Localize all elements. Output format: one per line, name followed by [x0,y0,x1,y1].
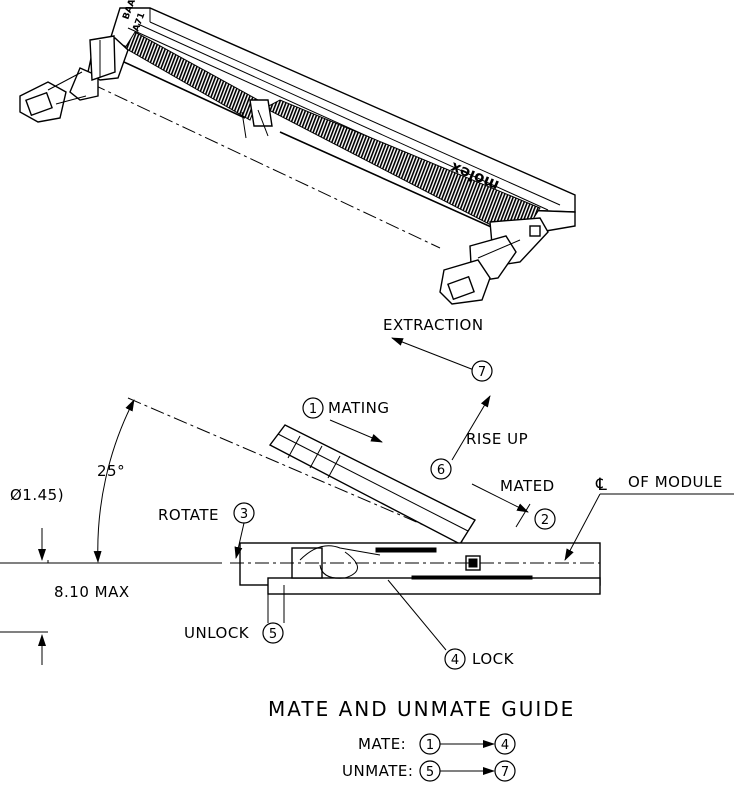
lock-annotation: 4 LOCK [387,579,515,670]
rotate-annotation: ROTATE 3 [158,502,255,559]
height-dimension: 8.10 MAX Ø1.45) [0,486,130,665]
rotate-label: ROTATE [158,506,219,524]
connector-centerline [91,83,441,249]
ref-dim-label: Ø1.45) [10,486,64,504]
step-2-number: 2 [541,513,549,528]
unmate-to-step: 7 [501,765,509,780]
side-view: 25° 8.10 MA [0,395,734,670]
mate-unmate-guide: MATE AND UNMATE GUIDE MATE: 1 4 UNMATE: … [268,697,575,782]
mated-label: MATED [500,477,555,495]
step-5-number: 5 [269,627,277,642]
step-7-marker: 7 [471,360,493,382]
tilted-module [268,424,477,545]
right-latch [439,217,549,305]
extraction-annotation: EXTRACTION 7 [383,316,493,382]
step-3-number: 3 [240,507,248,522]
angle-arc [93,399,135,563]
mated-annotation: MATED 2 [471,477,556,530]
extraction-label: EXTRACTION [383,316,484,334]
step-6-number: 6 [437,463,445,478]
angle-label: 25° [97,462,125,480]
mating-annotation: 1 MATING [302,397,389,443]
guide-title: MATE AND UNMATE GUIDE [268,697,575,721]
left-latch [19,35,129,123]
step-1-number: 1 [309,402,317,417]
unmate-label: UNMATE: [342,762,413,780]
pin-field-right [263,99,541,241]
mate-to-step: 4 [501,738,509,753]
mate-from-step: 1 [426,738,434,753]
unmate-from-step: 5 [426,765,434,780]
rise-up-label: RISE UP [466,430,528,448]
centerline-symbol: ℄ [595,475,607,495]
key-notch [249,99,273,127]
rise-up-annotation: RISE UP 6 [430,395,528,480]
height-dim-label: 8.10 MAX [54,583,130,601]
lock-label: LOCK [472,650,515,668]
unlock-annotation: UNLOCK 5 [184,622,284,644]
mating-label: MATING [328,399,389,417]
centerline-annotation: ℄ OF MODULE [564,473,734,561]
module-angle-line [127,397,471,546]
step-4-number: 4 [451,653,459,668]
step-7-number: 7 [478,365,486,380]
of-module-label: OF MODULE [628,473,723,491]
unlock-label: UNLOCK [184,624,250,642]
connector-body-top [109,7,576,213]
mate-label: MATE: [358,735,406,753]
connector-side-profile [230,542,601,623]
connector-isometric-view: molex BAA A71 [19,0,576,305]
